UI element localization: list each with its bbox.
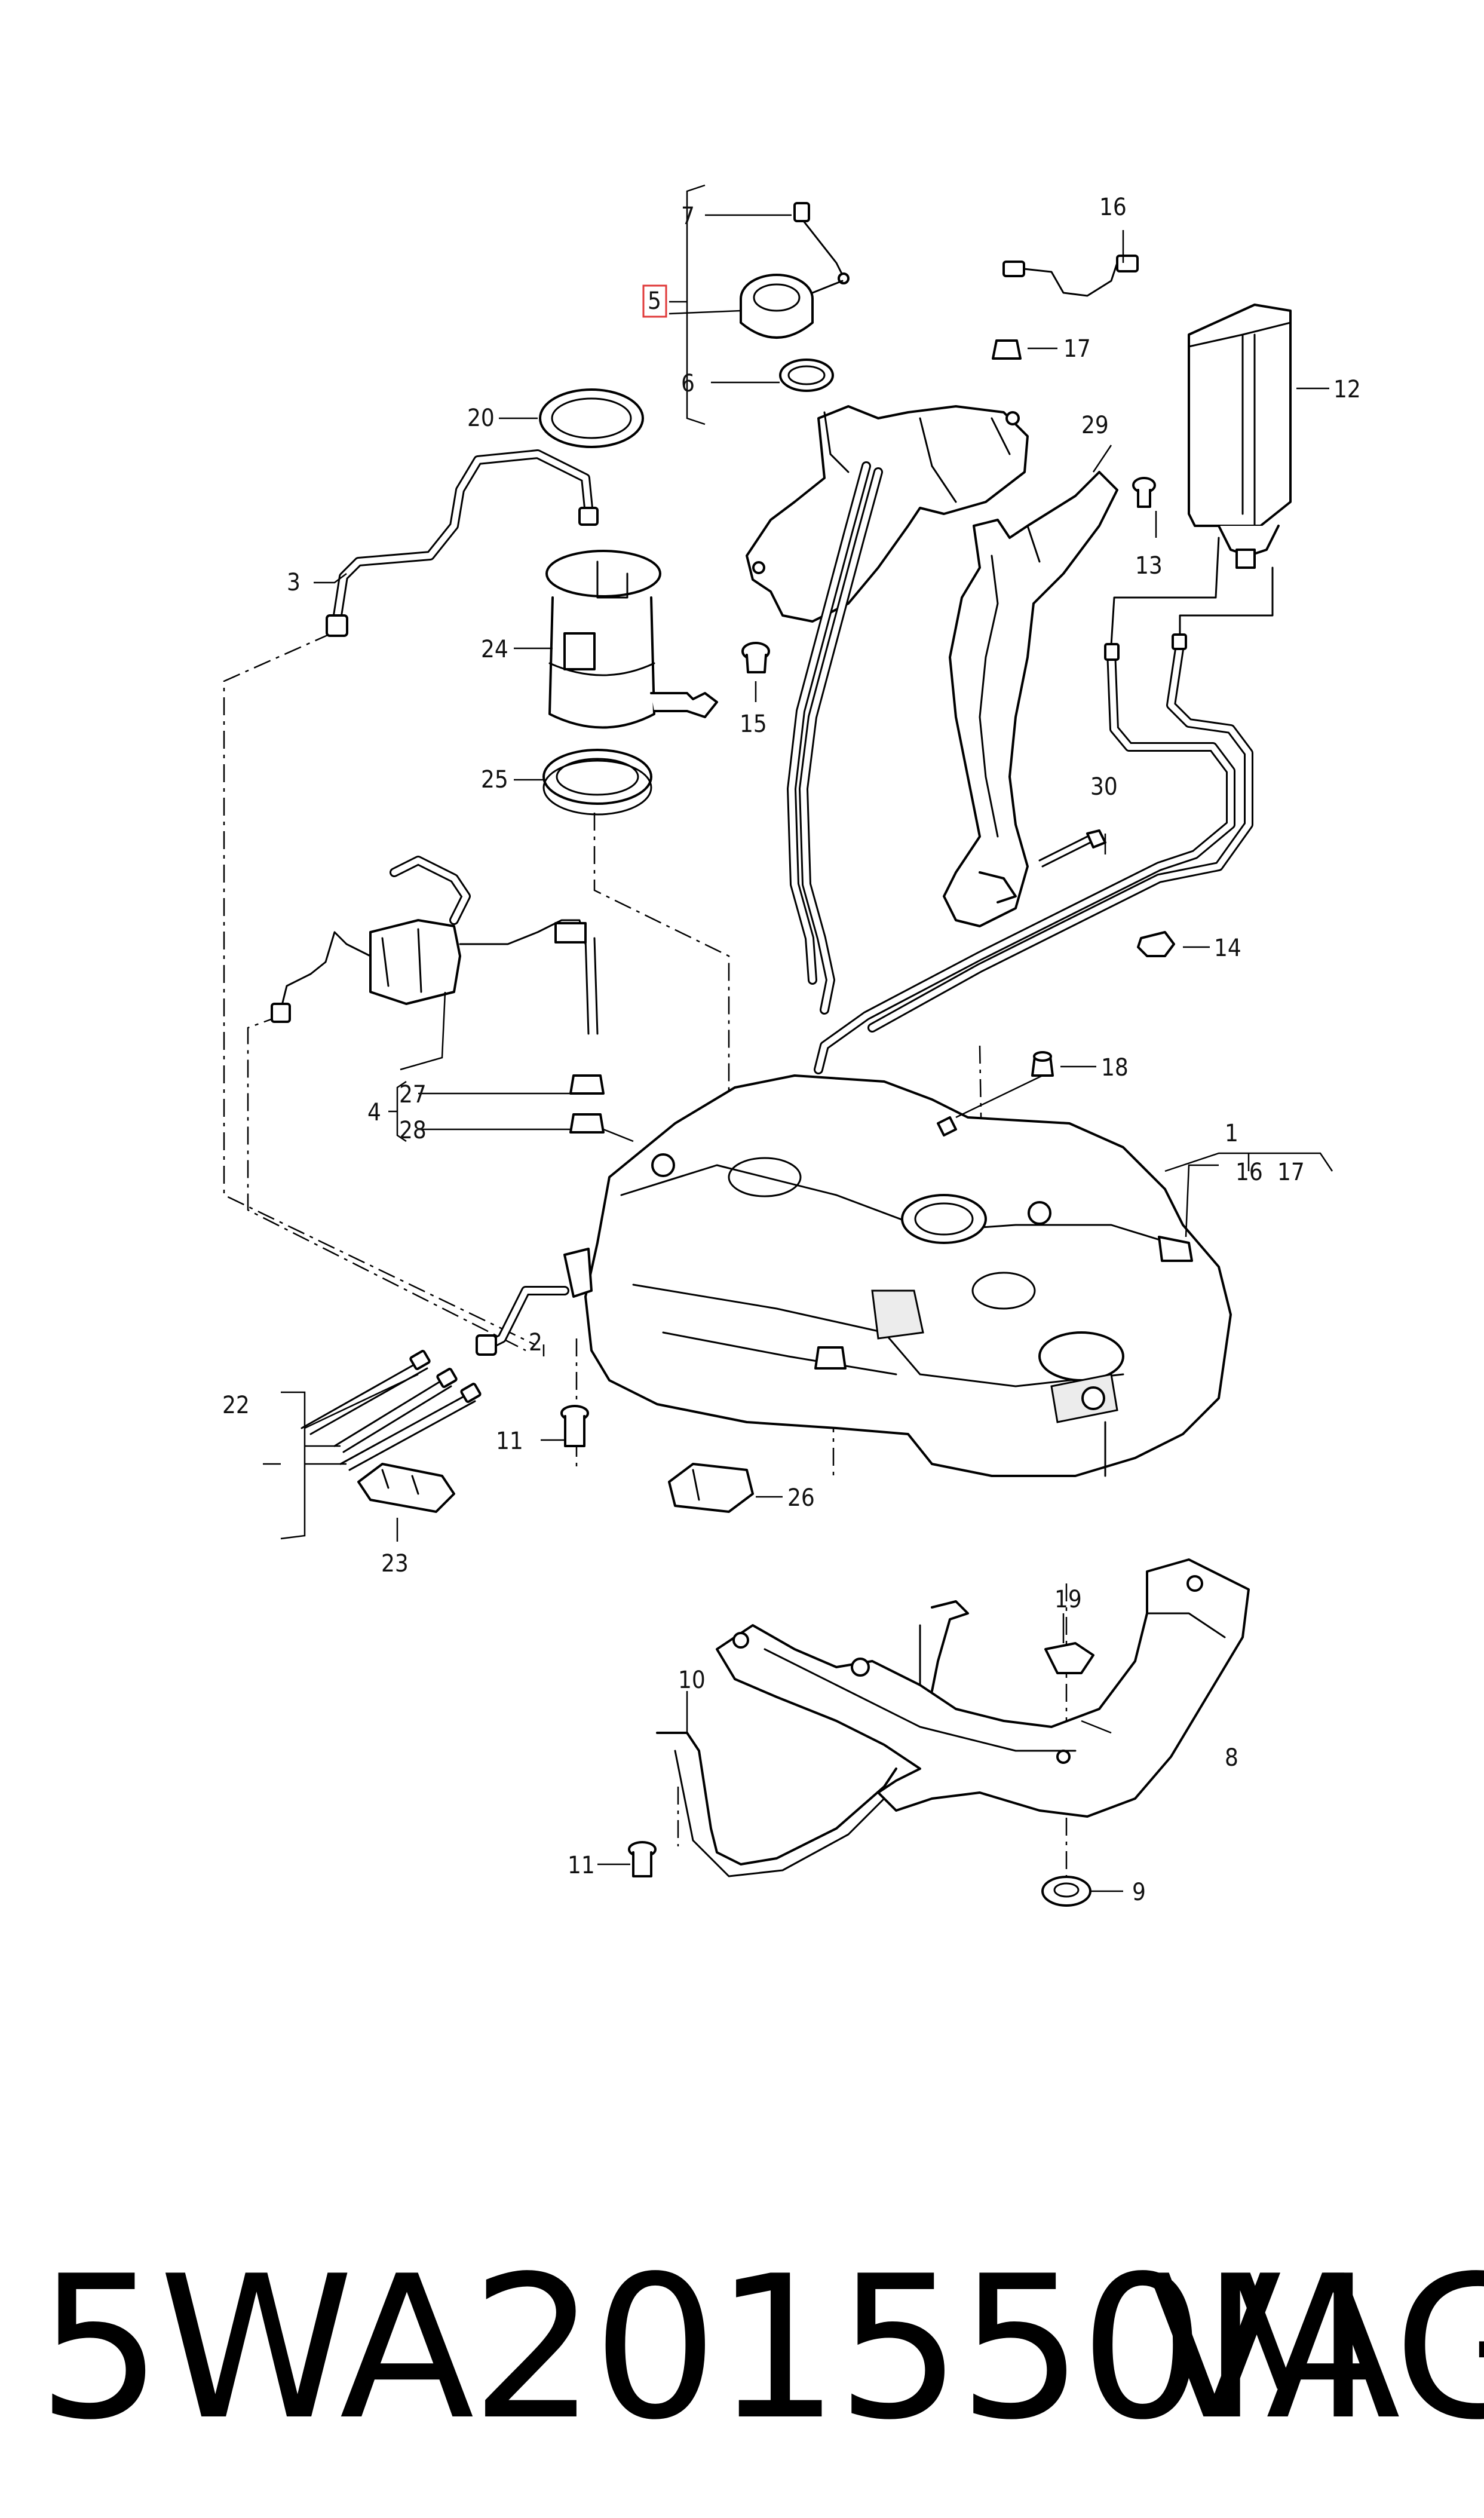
callout-16b: 16 (1235, 1159, 1263, 1186)
part-18-valve (1031, 1051, 1054, 1077)
brand-name: VAG (1147, 2234, 1484, 2463)
callout-12: 12 (1333, 376, 1361, 403)
callout-3: 3 (287, 569, 301, 596)
fuel-system-exploded-diagram: 7 5 6 16 17 12 29 13 20 3 24 15 25 30 14… (222, 184, 1361, 1907)
part-11-bolt-upper (560, 1405, 589, 1447)
part-15-bolt (741, 642, 770, 673)
callout-28: 28 (399, 1117, 427, 1144)
callout-23: 23 (381, 1550, 409, 1577)
callout-24: 24 (481, 636, 508, 663)
callout-26: 26 (787, 1484, 815, 1512)
callout-20: 20 (467, 405, 495, 432)
part-27-28-clips (569, 1074, 605, 1134)
part-20-lock-ring (539, 388, 644, 448)
part-25-seal-ring (542, 749, 652, 816)
filler-neck (746, 405, 1029, 1015)
vent-hoses (814, 537, 1274, 1074)
callout-27: 27 (399, 1081, 427, 1108)
callout-22: 22 (222, 1392, 250, 1419)
callout-2: 2 (529, 1329, 542, 1356)
callout-labels: 7 5 6 16 17 12 29 13 20 3 24 15 25 30 14… (222, 194, 1361, 1906)
part-24-fuel-pump-module (545, 550, 718, 729)
part-12-charcoal-canister (1188, 304, 1292, 569)
part-8-heat-shield (716, 1558, 1250, 1818)
callout-25: 25 (481, 766, 508, 794)
part-13-bolt (1132, 477, 1156, 508)
callout-10: 10 (678, 1667, 706, 1694)
callout-5: 5 (648, 287, 661, 315)
part-22-fuel-lines (301, 1350, 482, 1471)
callout-17: 17 (1063, 335, 1091, 363)
part-number: 5WA201550M (37, 2234, 1372, 2463)
part-14-clip (1137, 931, 1175, 957)
callout-17b: 17 (1277, 1159, 1305, 1186)
part-9-grommet (1041, 1876, 1091, 1907)
part-17-clip (992, 339, 1022, 360)
callout-13: 13 (1135, 552, 1163, 580)
part-3-fuel-line (326, 449, 599, 637)
callout-15: 15 (740, 710, 767, 738)
part-10-tensioning-strap (656, 1600, 969, 1877)
leader-lines (263, 184, 1333, 1892)
part-4-sensor-unit (271, 856, 599, 1035)
callout-7: 7 (681, 203, 695, 230)
callout-16: 16 (1099, 194, 1127, 221)
assembly-guide-lines (223, 632, 1068, 1888)
part-6-seal-ring (779, 359, 834, 392)
part-5-fuel-cap (740, 274, 844, 339)
part-1-fuel-tank (584, 1074, 1232, 1477)
callout-4: 4 (367, 1099, 381, 1126)
part-19-clip (1044, 1642, 1094, 1674)
callout-9: 9 (1132, 1879, 1146, 1906)
part-11-bolt-lower (628, 1841, 657, 1877)
part-23-connector-holder (357, 1463, 455, 1513)
part-16-wiring-harness (1002, 255, 1139, 297)
part-7-screw (793, 202, 850, 284)
callout-11-upper: 11 (496, 1428, 523, 1455)
callout-11-lower: 11 (568, 1852, 595, 1879)
part-2-bracket (476, 1248, 593, 1356)
callout-29: 29 (1081, 412, 1109, 439)
callout-6: 6 (681, 370, 695, 397)
callout-30: 30 (1090, 773, 1118, 801)
part-26-clip (668, 1463, 754, 1513)
part-30-pin (1038, 829, 1106, 868)
callout-18: 18 (1101, 1054, 1129, 1082)
part-29-heat-shield (943, 471, 1118, 927)
callout-8: 8 (1225, 1744, 1238, 1772)
callout-5-highlight (642, 284, 667, 318)
callout-1: 1 (1225, 1120, 1238, 1147)
callout-19: 19 (1054, 1586, 1082, 1613)
callout-14: 14 (1214, 935, 1241, 962)
